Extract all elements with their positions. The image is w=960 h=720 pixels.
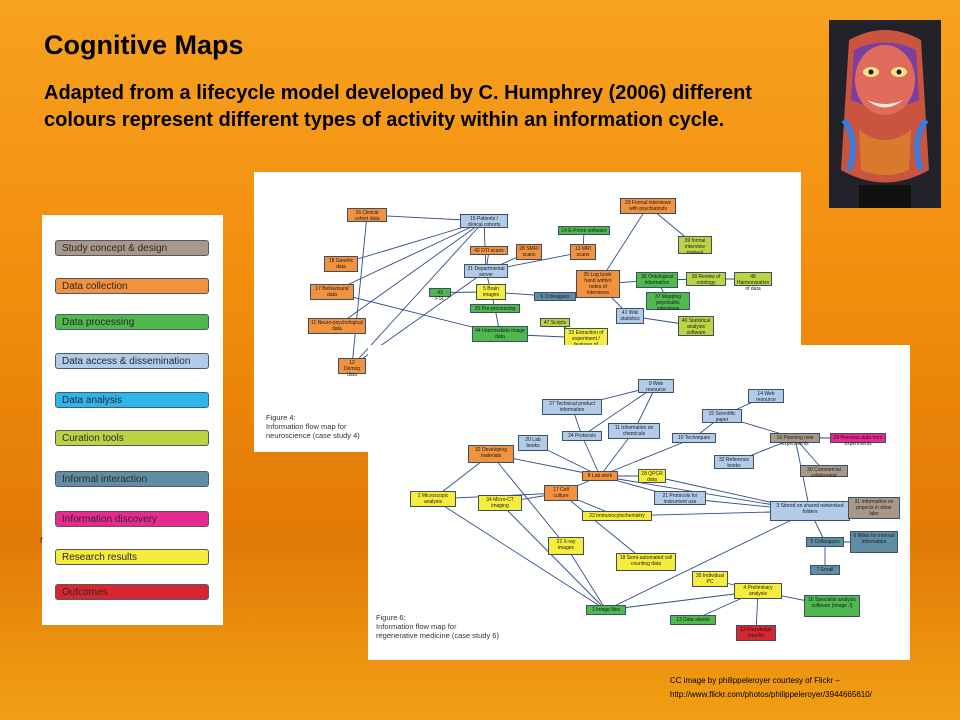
fig4-node: 42 DTI scans	[470, 246, 508, 255]
fig4-node: 15 Patients / clinical cohorts	[460, 214, 508, 228]
fig6-node-connector	[581, 385, 657, 437]
fig4-node-connector	[336, 220, 485, 327]
fig6-node-connector	[560, 492, 647, 563]
fig6-node: 18 Semi-automated cell counting data	[616, 553, 676, 571]
fig6-node-connector	[599, 437, 695, 477]
figure-6-caption: Figure 6: Information flow map for regen…	[376, 613, 499, 640]
figure-4-caption: Figure 4: Information flow map for neuro…	[266, 413, 360, 440]
fig4-node: 21 Departmental server	[464, 264, 508, 278]
fig6-node: 34 Micro-CT imaging	[478, 495, 522, 511]
fig4-node: 25 Pre-processing	[470, 304, 520, 313]
fig6-node: 19 Planning new experiments	[770, 433, 820, 447]
legend-item-information-discovery: Information discovery	[55, 511, 209, 527]
legend-item-data-processing: Data processing	[55, 314, 209, 330]
stray-marker: r	[40, 535, 44, 546]
image-credit: CC image by philippeleroyer courtesy of …	[670, 674, 872, 702]
fig6-node: 24 Protocols	[562, 431, 602, 441]
fig4-node: 41 Wiki statistics	[616, 308, 644, 324]
fig6-node: 16 Specialist analysis software (image J…	[804, 595, 860, 617]
fig4-node: 43 FSL	[429, 288, 451, 302]
fig6-node-connector	[432, 498, 607, 611]
fig6-node: 27 Technical product information	[542, 399, 602, 415]
tattoo-photo	[829, 20, 941, 208]
slide-title: Cognitive Maps	[44, 30, 244, 60]
legend-item-data-access-dissemination: Data access & dissemination	[55, 353, 209, 369]
fig6-node: 1 Image files	[586, 605, 626, 615]
fig4-node: 44 Intermediate image data	[472, 326, 528, 342]
fig6-node: 5 Colleagues	[806, 537, 844, 547]
fig6-node-connector	[605, 590, 759, 611]
fig6-node: 32 Reference books	[714, 455, 754, 469]
fig6-node-connector	[490, 453, 567, 547]
fig6-node: 10 Techniques	[672, 433, 716, 443]
fig4-node: 13 MRI scans	[570, 244, 596, 260]
fig6-node: 4 Preliminary analysis	[734, 583, 782, 599]
fig6-node: 22 X-ray images	[548, 537, 584, 555]
fig6-node: 9 Web resource	[638, 379, 674, 393]
fig6-node: 29 Previous data from experiments	[830, 433, 886, 447]
fig6-node: 12 Knowledge transfer	[736, 625, 776, 641]
legend-item-research-results: Research results	[55, 549, 209, 565]
fig4-node: 5 Brain images	[476, 284, 506, 300]
fig6-node: 21 Protocols for instrument use	[654, 491, 706, 505]
fig6-node: 32 Developing materials	[468, 445, 514, 463]
fig6-node-connector	[581, 435, 601, 477]
fig4-node: 16 Clinical cohort data	[347, 208, 387, 222]
fig6-node: 15 Scientific paper	[702, 409, 742, 423]
credit-url[interactable]: http://www.flickr.com/photos/philippeler…	[670, 690, 872, 699]
fig6-node: 35 Individual PC	[692, 571, 728, 587]
fig6-node: 14 Web resource	[748, 389, 784, 403]
fig4-node: 36 Ontological information	[636, 272, 678, 288]
fig4-node: 18 Genetic data	[324, 256, 358, 272]
fig6-node-connector	[499, 502, 607, 611]
fig4-node: 28 SMRI scans	[516, 244, 542, 260]
legend-item-outcomes: Outcomes	[55, 584, 209, 600]
fig4-node: 40 Statistical analysis software	[678, 316, 714, 336]
fig4-node: 11 Neuro-psychological data	[308, 318, 366, 334]
fig4-node-connector	[340, 220, 485, 265]
fig4-node: 37 Mapping psychiatric interviews	[646, 292, 690, 312]
fig4-node: 17 Behavioural data	[310, 284, 354, 300]
fig4-node: 35 Log book: hand written notes of inter…	[576, 270, 620, 298]
legend-item-data-collection: Data collection	[55, 278, 209, 294]
fig4-node: 14 E-Prime software	[558, 226, 610, 235]
fig6-node: 7 Email	[810, 565, 840, 575]
figure-6-regenerative-medicine-map: 9 Web resource 14 Web resource 27 Technica…	[368, 345, 910, 660]
fig6-node: 23 Immunocytochemistry	[582, 511, 652, 521]
fig6-node: 17 Cell culture	[544, 485, 578, 501]
fig6-node: 28 QPCR data	[638, 469, 666, 483]
slide-subtitle: Adapted from a lifecycle model developed…	[44, 82, 752, 131]
legend-item-study-concept-design: Study concept & design	[55, 240, 209, 256]
legend-item-informal-interaction: Informal interaction	[55, 471, 209, 487]
fig6-node-connector	[565, 545, 607, 611]
fig4-node-connector	[351, 220, 485, 367]
fig4-node: 48 Harmonisation of data	[734, 272, 772, 292]
fig6-node: 6 Wikis for internal information	[850, 531, 898, 553]
fig6-node: 2 Microscopic analysis	[410, 491, 456, 507]
fig6-node: 3 Stored on shared networked folders	[770, 501, 850, 521]
fig6-node: 8 Lab work	[582, 471, 618, 481]
legend-item-data-analysis: Data analysis	[55, 392, 209, 408]
fig4-node: 38 Review of ontology	[686, 272, 726, 286]
credit-line-1: CC image by philippeleroyer courtesy of …	[670, 676, 840, 685]
fig6-node: 13 Data sheets	[670, 615, 716, 625]
fig4-node: 12 Demog data	[338, 358, 366, 378]
fig4-node: 39 formal interview manual	[678, 236, 712, 256]
fig6-node: 20 Lab books	[518, 435, 548, 451]
fig6-node-connector	[605, 510, 811, 611]
fig6-node: 11 Information on chemicals	[608, 423, 660, 439]
fig4-node: 6 Colleagues	[534, 292, 576, 301]
fig6-node: 30 Commercial collaborator	[800, 465, 848, 479]
fig4-node: 47 Scripts	[540, 318, 570, 327]
fig6-node: 31 Information on projects in other labs	[848, 497, 900, 519]
legend-item-curation-tools: Curation tools	[55, 430, 209, 446]
fig4-node-connector	[351, 214, 368, 367]
fig4-node-connector	[331, 220, 485, 293]
tattoo-illustration	[829, 20, 941, 208]
fig4-node: 33 Formal interviews with psychiatrists	[620, 198, 676, 214]
